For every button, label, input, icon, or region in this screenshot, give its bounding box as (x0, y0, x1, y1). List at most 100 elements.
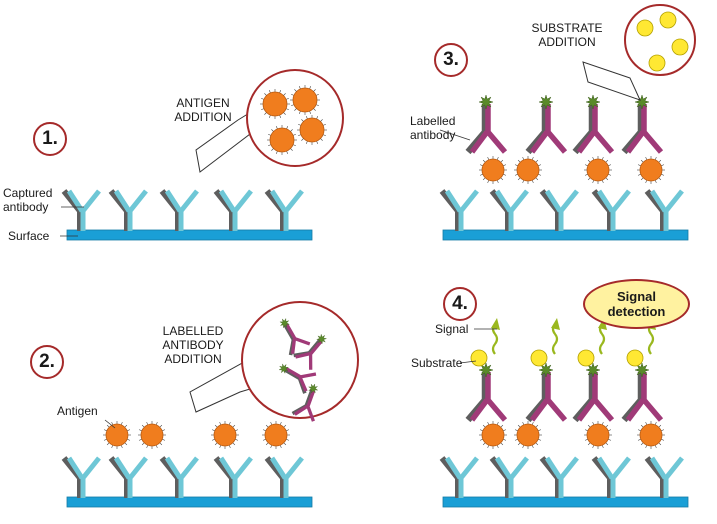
captured-antibody (439, 189, 479, 231)
signal-detection-line2: detection (607, 304, 666, 319)
labelled-antibody (525, 362, 568, 423)
captured-antibody (591, 456, 631, 498)
surface-bar (442, 229, 689, 241)
labelled-addition-line3: ADDITION (164, 352, 222, 366)
labelled-antibody (572, 94, 615, 155)
labelled-antibody-in-callout (293, 333, 327, 370)
captured-antibody (61, 456, 101, 498)
bound-antigen (138, 421, 166, 449)
captured-antibody (108, 189, 148, 231)
signal-wave (551, 318, 560, 355)
label-star (278, 363, 289, 374)
substrate-addition-line1: SUBSTRATE (531, 21, 603, 35)
captured-antibody (644, 189, 684, 231)
substrate-label: Substrate (411, 356, 463, 370)
substrate-in-callout (648, 54, 666, 72)
captured-antibody-line2: antibody (3, 200, 49, 214)
captured-antibody (644, 456, 684, 498)
antigen-addition-caption: ANTIGEN ADDITION (168, 96, 238, 124)
substrate-particle (626, 349, 644, 367)
bound-antigen (637, 421, 665, 449)
antigen-label: Antigen (57, 404, 98, 418)
signal-wave (491, 318, 500, 355)
substrate-addition-line2: ADDITION (538, 35, 596, 49)
captured-antibody (264, 456, 304, 498)
substrate-particle (470, 349, 488, 367)
antigen-in-callout (290, 85, 320, 115)
signal-detection-badge: Signal detection (583, 279, 690, 329)
labelled-antibody (621, 362, 664, 423)
captured-antibody (489, 456, 529, 498)
bound-antigen (103, 421, 131, 449)
captured-antibody (439, 456, 479, 498)
antigen-addition-line1: ANTIGEN (176, 96, 230, 110)
label-star (478, 362, 494, 378)
bound-antigen (262, 421, 290, 449)
antigen-leader-line (104, 419, 116, 429)
label-star (634, 362, 650, 378)
label-star (538, 94, 554, 110)
labelled-antibody (621, 94, 664, 155)
step-4-number: 4. (443, 287, 477, 321)
surface-bar (66, 496, 313, 508)
captured-antibody (108, 456, 148, 498)
captured-antibody (591, 189, 631, 231)
labelled-antibody (525, 94, 568, 155)
step-2-number: 2. (30, 345, 64, 379)
labelled-antibody (465, 94, 508, 155)
labelled-antibody (465, 362, 508, 423)
labelled-antibody-in-callout (291, 383, 319, 422)
labelled-antibody-label: Labelled antibody (410, 114, 455, 142)
antigen-addition-line2: ADDITION (174, 110, 232, 124)
label-star (478, 94, 494, 110)
label-star (316, 333, 327, 345)
antigen-in-callout (267, 125, 297, 155)
label-star (308, 383, 319, 394)
captured-antibody (213, 456, 253, 498)
bound-antigen (479, 156, 507, 184)
captured-antibody (539, 456, 579, 498)
label-star (585, 94, 601, 110)
captured-antibody (489, 189, 529, 231)
signal-detection-line1: Signal (616, 289, 656, 304)
captured-antibody (159, 189, 199, 231)
step-1-number: 1. (33, 122, 67, 156)
labelled-antibody-in-callout (278, 363, 317, 394)
labelled-antibody-leader-line (439, 129, 471, 141)
captured-antibody (159, 456, 199, 498)
labelled-antibody-line2: antibody (410, 128, 456, 142)
captured-antibody (61, 189, 101, 231)
substrate-leader-line (459, 360, 477, 364)
bound-antigen (211, 421, 239, 449)
step-3-number: 3. (434, 43, 468, 77)
bound-antigen (514, 156, 542, 184)
captured-antibody (539, 189, 579, 231)
signal-label: Signal (435, 322, 469, 336)
labelled-antibody (572, 362, 615, 423)
bound-antigen (584, 156, 612, 184)
captured-antibody-line1: Captured (3, 186, 53, 200)
captured-antibody (264, 189, 304, 231)
surface-bar (442, 496, 689, 508)
substrate-particle (577, 349, 595, 367)
substrate-in-callout (671, 38, 689, 56)
label-star (585, 362, 601, 378)
labelled-antibody-in-callout (279, 317, 311, 356)
substrate-in-callout (659, 11, 677, 29)
label-star (279, 317, 290, 329)
surface-bar (66, 229, 313, 241)
labelled-antibody-addition-caption: LABELLED ANTIBODY ADDITION (153, 324, 233, 366)
captured-antibody-label: Captured antibody (3, 186, 52, 214)
antigen-in-callout (260, 89, 290, 119)
antigen-in-callout (297, 115, 327, 145)
captured-antibody (213, 189, 253, 231)
substrate-in-callout (636, 19, 654, 37)
bound-antigen (584, 421, 612, 449)
labelled-addition-line1: LABELLED (162, 324, 224, 338)
labelled-addition-line2: ANTIBODY (162, 338, 224, 352)
surface-label: Surface (8, 229, 50, 243)
antigen-callout-circle (246, 69, 344, 167)
labelled-antibody-line1: Labelled (410, 114, 456, 128)
bound-antigen (479, 421, 507, 449)
